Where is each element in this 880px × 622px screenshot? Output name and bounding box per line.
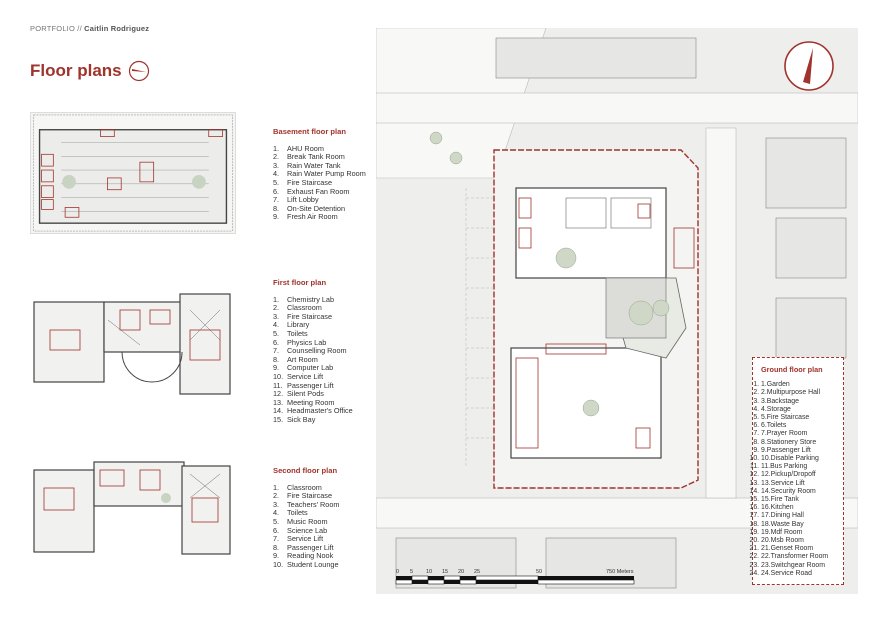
list-item: 3.Teachers' Room: [273, 499, 340, 509]
list-item: 7.Prayer Room: [761, 430, 837, 438]
list-item: 13.Service Lift: [761, 480, 837, 488]
list-item: 1.Chemistry Lab: [273, 294, 335, 304]
list-item: 5.Fire Staircase: [761, 414, 837, 422]
list-item: 24.Service Road: [761, 570, 837, 578]
second-floor-legend-title: Second floor plan: [273, 466, 338, 475]
list-item: 3.Backstage: [761, 398, 837, 406]
basement-plan-drawing: [30, 112, 236, 234]
list-item: 11.Bus Parking: [761, 463, 837, 471]
list-item: 12.Pickup/Dropoff: [761, 471, 837, 479]
list-item: 10.Student Lounge: [273, 559, 339, 569]
second-floor-plan-drawing: [30, 458, 236, 558]
list-item: 4.Toilets: [273, 508, 308, 518]
list-item: 8.Stationery Store: [761, 439, 837, 447]
list-item: 8.Art Room: [273, 354, 318, 364]
list-item: 20.Msb Room: [761, 537, 837, 545]
scale-tick-label: 5: [410, 569, 413, 575]
list-item: 15.Fire Tank: [761, 496, 837, 504]
list-item: 1.Garden: [761, 381, 837, 389]
list-item: 18.Waste Bay: [761, 521, 837, 529]
scale-tick-label: 10: [426, 569, 432, 575]
list-item: 19.Mdf Room: [761, 529, 837, 537]
list-item: 6.Toilets: [761, 422, 837, 430]
scale-tick-label: 20: [458, 569, 464, 575]
list-item: 10.Service Lift: [273, 371, 324, 381]
second-floor-legend: Second floor plan 1.Classroom 2.Fire Sta…: [273, 466, 373, 570]
list-item: 10.Disable Parking: [761, 455, 837, 463]
portfolio-label: PORTFOLIO //: [30, 24, 82, 33]
scale-tick-label: 0: [396, 569, 399, 575]
list-item: 2.Break Tank Room: [273, 152, 345, 162]
scale-tick-label: 25: [474, 569, 480, 575]
list-item: 4.Storage: [761, 406, 837, 414]
list-item: 22.Transformer Room: [761, 553, 837, 561]
scale-bar: 0 5 10 15 20 25 50 750 Meters: [395, 569, 635, 585]
scale-tick-label: 750 Meters: [606, 569, 634, 575]
basement-legend-title: Basement floor plan: [273, 127, 346, 136]
list-item: 23.Switchgear Room: [761, 562, 837, 570]
list-item: 9.Computer Lab: [273, 363, 334, 373]
list-item: 12.Silent Pods: [273, 389, 324, 399]
list-item: 6.Science Lab: [273, 525, 328, 535]
list-item: 7.Counselling Room: [273, 346, 347, 356]
list-item: 17.Dining Hall: [761, 512, 837, 520]
list-item: 8.On-Site Detention: [273, 203, 346, 213]
list-item: 5.Toilets: [273, 328, 308, 338]
list-item: 14.Security Room: [761, 488, 837, 496]
list-item: 15.Sick Bay: [273, 414, 316, 424]
list-item: 14.Headmaster's Office: [273, 406, 353, 416]
list-item: 6.Exhaust Fan Room: [273, 186, 350, 196]
author-name: Caitlin Rodriguez: [84, 24, 150, 33]
list-item: 9.Reading Nook: [273, 551, 334, 561]
page-title: Floor plans: [30, 61, 122, 80]
list-item: 6.Physics Lab: [273, 337, 327, 347]
first-floor-plan-drawing: [30, 290, 236, 402]
list-item: 11.Passenger Lift: [273, 380, 334, 390]
list-item: 16.Kitchen: [761, 504, 837, 512]
list-item: 7.Service Lift: [273, 534, 324, 544]
list-item: 5.Fire Staircase: [273, 177, 333, 187]
list-item: 2.Classroom: [273, 303, 322, 313]
scale-tick-label: 15: [442, 569, 448, 575]
list-item: 1.AHU Room: [273, 143, 324, 153]
ground-floor-legend-title: Ground floor plan: [761, 365, 823, 374]
list-item: 9.Fresh Air Room: [273, 212, 338, 222]
north-arrow-icon: [784, 41, 834, 91]
list-item: 2.Multipurpose Hall: [761, 389, 837, 397]
scale-tick-label: 50: [536, 569, 542, 575]
list-item: 13.Meeting Room: [273, 397, 335, 407]
north-arrow-small-icon: [128, 60, 149, 82]
basement-legend: Basement floor plan 1.AHU Room 2.Break T…: [273, 127, 373, 222]
list-item: 2.Fire Staircase: [273, 491, 333, 501]
list-item: 7.Lift Lobby: [273, 195, 319, 205]
first-floor-legend-title: First floor plan: [273, 278, 327, 287]
list-item: 3.Rain Water Tank: [273, 160, 341, 170]
list-item: 9.Passenger Lift: [761, 447, 837, 455]
list-item: 21.Genset Room: [761, 545, 837, 553]
list-item: 4.Library: [273, 320, 310, 330]
title-block: Floor plans: [30, 60, 150, 82]
list-item: 4.Rain Water Pump Room: [273, 169, 366, 179]
first-floor-legend: First floor plan 1.Chemistry Lab 2.Class…: [273, 278, 373, 425]
list-item: 1.Classroom: [273, 482, 322, 492]
list-item: 3.Fire Staircase: [273, 311, 333, 321]
list-item: 8.Passenger Lift: [273, 542, 334, 552]
list-item: 5.Music Room: [273, 516, 328, 526]
portfolio-header: PORTFOLIO // Caitlin Rodriguez: [30, 24, 149, 33]
ground-floor-legend: Ground floor plan 1.Garden 2.Multipurpos…: [752, 357, 844, 585]
